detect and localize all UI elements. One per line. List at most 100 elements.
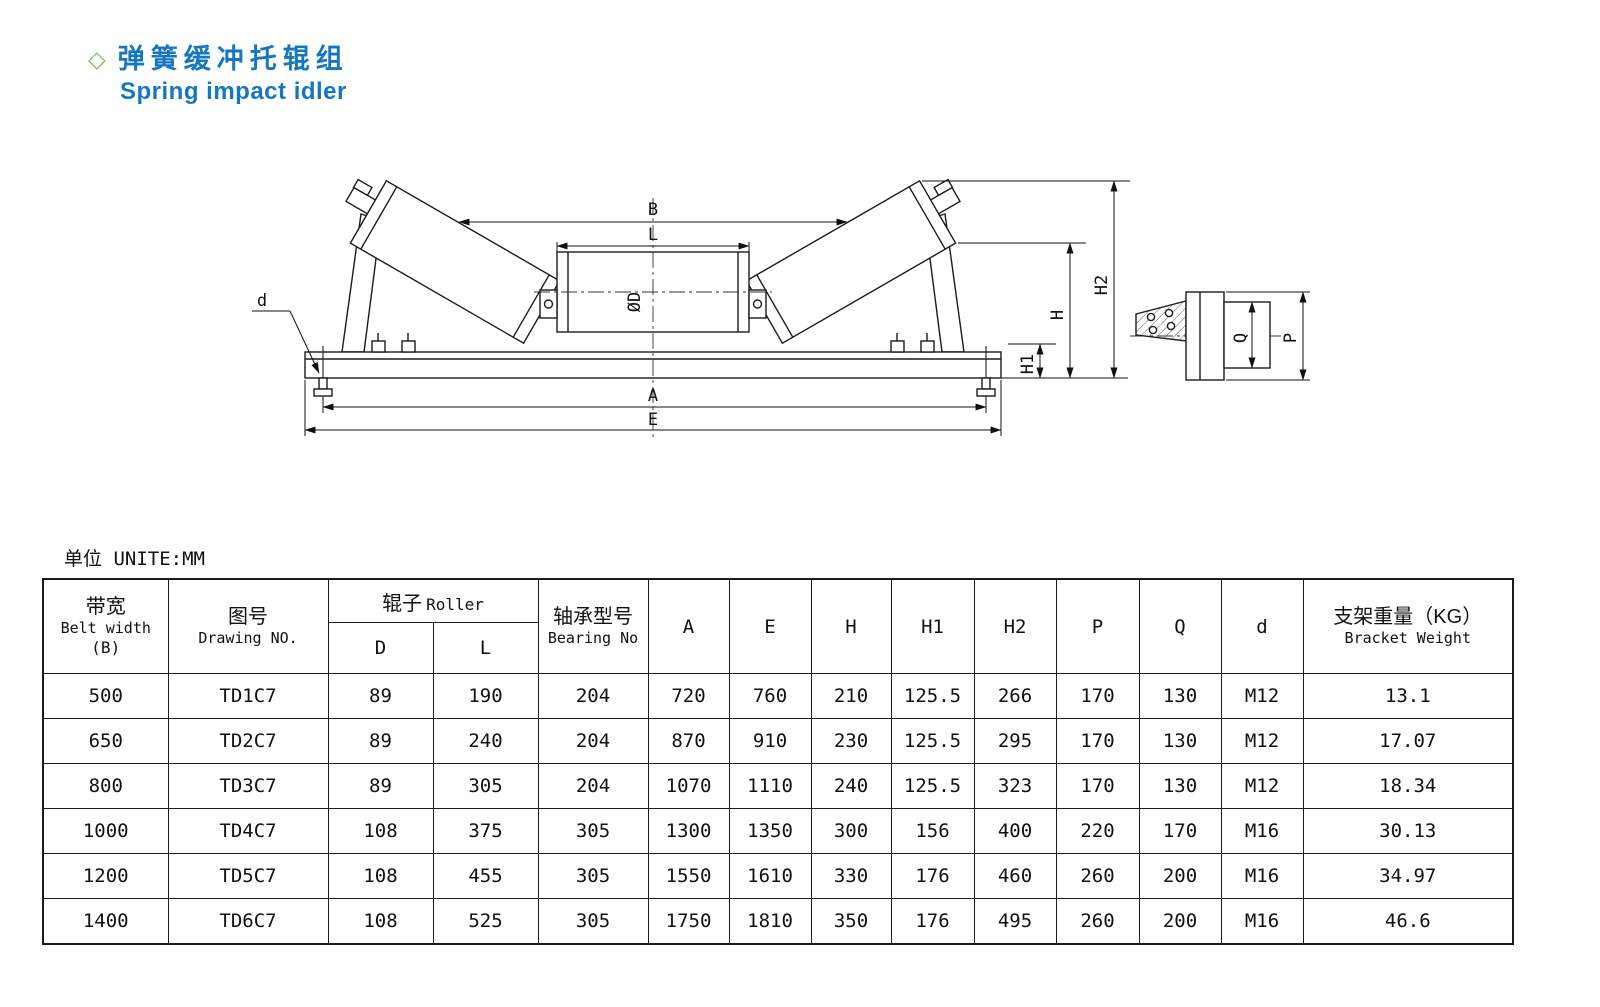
table-cell: 170 — [1055, 673, 1140, 719]
col-header-drawing-no: 图号 Drawing NO. — [167, 578, 329, 674]
table-cell: 204 — [537, 673, 649, 719]
dim-label-a: A — [648, 386, 658, 406]
table-cell: 108 — [327, 808, 434, 854]
table-cell: 1550 — [647, 853, 730, 899]
header-belt-width-zh: 带宽 — [85, 596, 126, 619]
table-cell: 760 — [728, 673, 812, 719]
table-cell: M12 — [1220, 673, 1304, 719]
table-cell: 260 — [1055, 853, 1140, 899]
col-header-h2: H2 — [973, 578, 1057, 674]
table-cell: 455 — [432, 853, 539, 899]
table-cell: 910 — [728, 718, 812, 764]
col-header-roller-d: D — [327, 622, 434, 674]
table-cell: TD3C7 — [167, 763, 329, 809]
table-cell: 305 — [537, 808, 649, 854]
diamond-bullet-icon: ◇ — [88, 46, 106, 73]
dim-label-h: H — [1048, 310, 1068, 320]
dim-label-b: B — [648, 200, 658, 220]
page-title-english: Spring impact idler — [120, 78, 347, 106]
col-header-p: P — [1055, 578, 1140, 674]
table-cell: TD2C7 — [167, 718, 329, 764]
table-cell: 200 — [1138, 853, 1222, 899]
dimension-lines — [252, 180, 1310, 436]
table-cell: 125.5 — [890, 718, 975, 764]
col-header-h1: H1 — [890, 578, 975, 674]
table-cell: 220 — [1055, 808, 1140, 854]
table-cell: 300 — [810, 808, 892, 854]
table-cell: 1810 — [728, 898, 812, 945]
table-cell: 170 — [1055, 718, 1140, 764]
table-cell: 46.6 — [1302, 898, 1514, 945]
table-cell: 305 — [537, 898, 649, 945]
col-header-bearing: 轴承型号 Bearing No — [537, 578, 649, 674]
col-header-d: d — [1220, 578, 1304, 674]
table-cell: TD4C7 — [167, 808, 329, 854]
table-cell: 720 — [647, 673, 730, 719]
header-drawing-no-en: Drawing NO. — [198, 629, 298, 648]
table-cell: M12 — [1220, 763, 1304, 809]
dim-label-d: d — [257, 291, 267, 311]
header-belt-width-en: Belt width — [60, 619, 151, 638]
table-cell: M12 — [1220, 718, 1304, 764]
table-cell: 870 — [647, 718, 730, 764]
table-cell: 190 — [432, 673, 539, 719]
table-cell: 108 — [327, 898, 434, 945]
dimension-labels: B L A E d ØD H1 H H2 Q P — [257, 200, 1301, 430]
unit-note: 单位 UNITE:MM — [64, 548, 205, 570]
table-cell: 305 — [432, 763, 539, 809]
header-belt-width-sub: (B) — [91, 637, 121, 657]
table-cell: 130 — [1138, 718, 1222, 764]
table-cell: 305 — [537, 853, 649, 899]
table-cell: 1110 — [728, 763, 812, 809]
dim-label-q: Q — [1231, 333, 1251, 343]
table-cell: 1300 — [647, 808, 730, 854]
dim-label-e: E — [648, 410, 658, 430]
table-cell: 200 — [1138, 898, 1222, 945]
table-cell: 130 — [1138, 763, 1222, 809]
dim-label-h2: H2 — [1092, 275, 1112, 295]
table-cell: 240 — [432, 718, 539, 764]
table-cell: 1000 — [42, 808, 169, 854]
page-title-block: ◇ 弹簧缓冲托辊组 Spring impact idler — [88, 44, 349, 106]
table-cell: 230 — [810, 718, 892, 764]
table-cell: 240 — [810, 763, 892, 809]
table-cell: 176 — [890, 853, 975, 899]
table-cell: M16 — [1220, 898, 1304, 945]
table-cell: 30.13 — [1302, 808, 1514, 854]
table-cell: 1350 — [728, 808, 812, 854]
col-header-a: A — [647, 578, 730, 674]
table-cell: 330 — [810, 853, 892, 899]
table-cell: 125.5 — [890, 763, 975, 809]
dim-label-dia: ØD — [625, 292, 645, 312]
col-header-belt-width: 带宽 Belt width (B) — [42, 578, 169, 674]
header-bearing-en: Bearing No — [547, 629, 639, 648]
table-cell: 295 — [973, 718, 1057, 764]
technical-drawing: B L A E d ØD H1 H H2 Q P — [252, 178, 1310, 440]
table-cell: 460 — [973, 853, 1057, 899]
table-cell: 170 — [1055, 763, 1140, 809]
header-roller-en: Roller — [426, 594, 484, 614]
table-cell: TD1C7 — [167, 673, 329, 719]
table-cell: 260 — [1055, 898, 1140, 945]
table-cell: 266 — [973, 673, 1057, 719]
title-chinese-text: 弹簧缓冲托辊组 — [117, 44, 349, 74]
col-header-h: H — [810, 578, 892, 674]
dim-label-h1: H1 — [1018, 354, 1038, 374]
col-header-q: Q — [1138, 578, 1222, 674]
table-cell: 125.5 — [890, 673, 975, 719]
col-header-e: E — [728, 578, 812, 674]
table-cell: 400 — [973, 808, 1057, 854]
table-cell: TD5C7 — [167, 853, 329, 899]
table-cell: 650 — [42, 718, 169, 764]
table-cell: 156 — [890, 808, 975, 854]
table-cell: 89 — [327, 763, 434, 809]
table-cell: 204 — [537, 763, 649, 809]
table-cell: 17.07 — [1302, 718, 1514, 764]
